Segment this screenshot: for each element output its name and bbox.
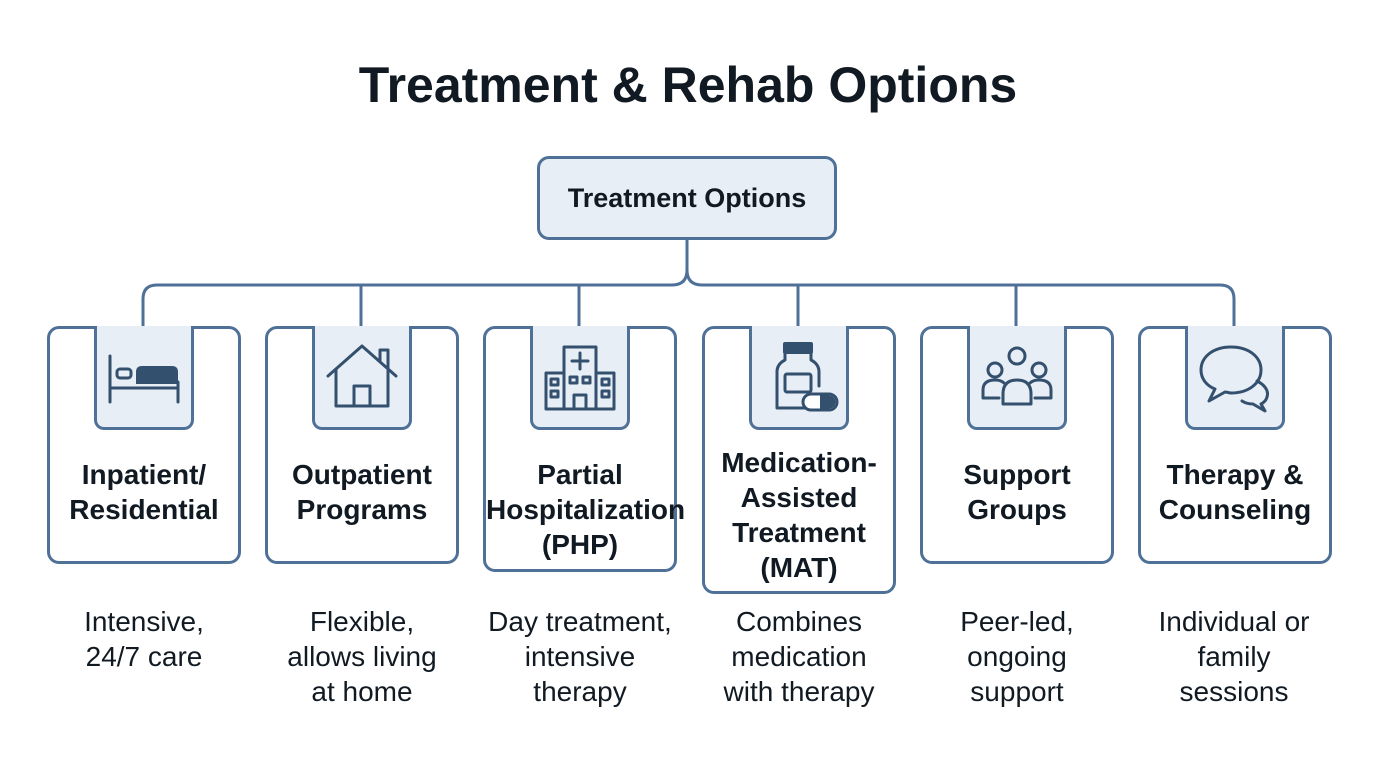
option-label: Inpatient/ Residential: [69, 459, 219, 525]
option-label: Outpatient Programs: [292, 459, 432, 525]
option-card-support-groups: Support Groups: [920, 326, 1114, 564]
icon-box: [967, 326, 1067, 430]
option-description-outpatient: Flexible, allows living at home: [287, 606, 437, 707]
option-card-medication-assisted-treatment: Medication- Assisted Treatment (MAT): [702, 326, 896, 594]
root-node-treatment-options: Treatment Options: [537, 156, 837, 240]
option-label: Medication- Assisted Treatment (MAT): [721, 447, 877, 583]
option-description-support-groups: Peer-led, ongoing support: [960, 606, 1074, 707]
icon-box: [94, 326, 194, 430]
option-card-therapy-counseling: Therapy & Counseling: [1138, 326, 1332, 564]
icon-box: [1185, 326, 1285, 430]
option-card-partial-hospitalization: Partial Hospitalization (PHP): [483, 326, 686, 572]
diagram-title: Treatment & Rehab Options: [358, 57, 1018, 113]
option-label: Partial Hospitalization (PHP): [486, 459, 686, 560]
option-card-outpatient: Outpatient Programs: [265, 326, 459, 564]
bed-icon: [108, 354, 180, 403]
option-label: Therapy & Counseling: [1158, 459, 1312, 525]
icon-box: [312, 326, 412, 430]
option-label: Support Groups: [963, 459, 1071, 525]
option-description-inpatient: Intensive, 24/7 care: [84, 606, 204, 672]
option-description-therapy-counseling: Individual or family sessions: [1158, 606, 1310, 707]
icon-box: [749, 326, 849, 430]
option-card-inpatient: Inpatient/ Residential: [47, 326, 241, 564]
option-description-partial-hospitalization: Day treatment, intensive therapy: [488, 606, 672, 707]
house-icon: [326, 344, 398, 407]
people-group-icon: [981, 346, 1053, 405]
option-description-medication-assisted-treatment: Combines medication with therapy: [723, 606, 875, 707]
root-node-label: Treatment Options: [567, 182, 807, 213]
icon-box: [530, 326, 630, 430]
speech-bubbles-icon: [1199, 345, 1269, 412]
hospital-icon: [544, 345, 616, 410]
medication-bottle-icon: [775, 341, 839, 411]
